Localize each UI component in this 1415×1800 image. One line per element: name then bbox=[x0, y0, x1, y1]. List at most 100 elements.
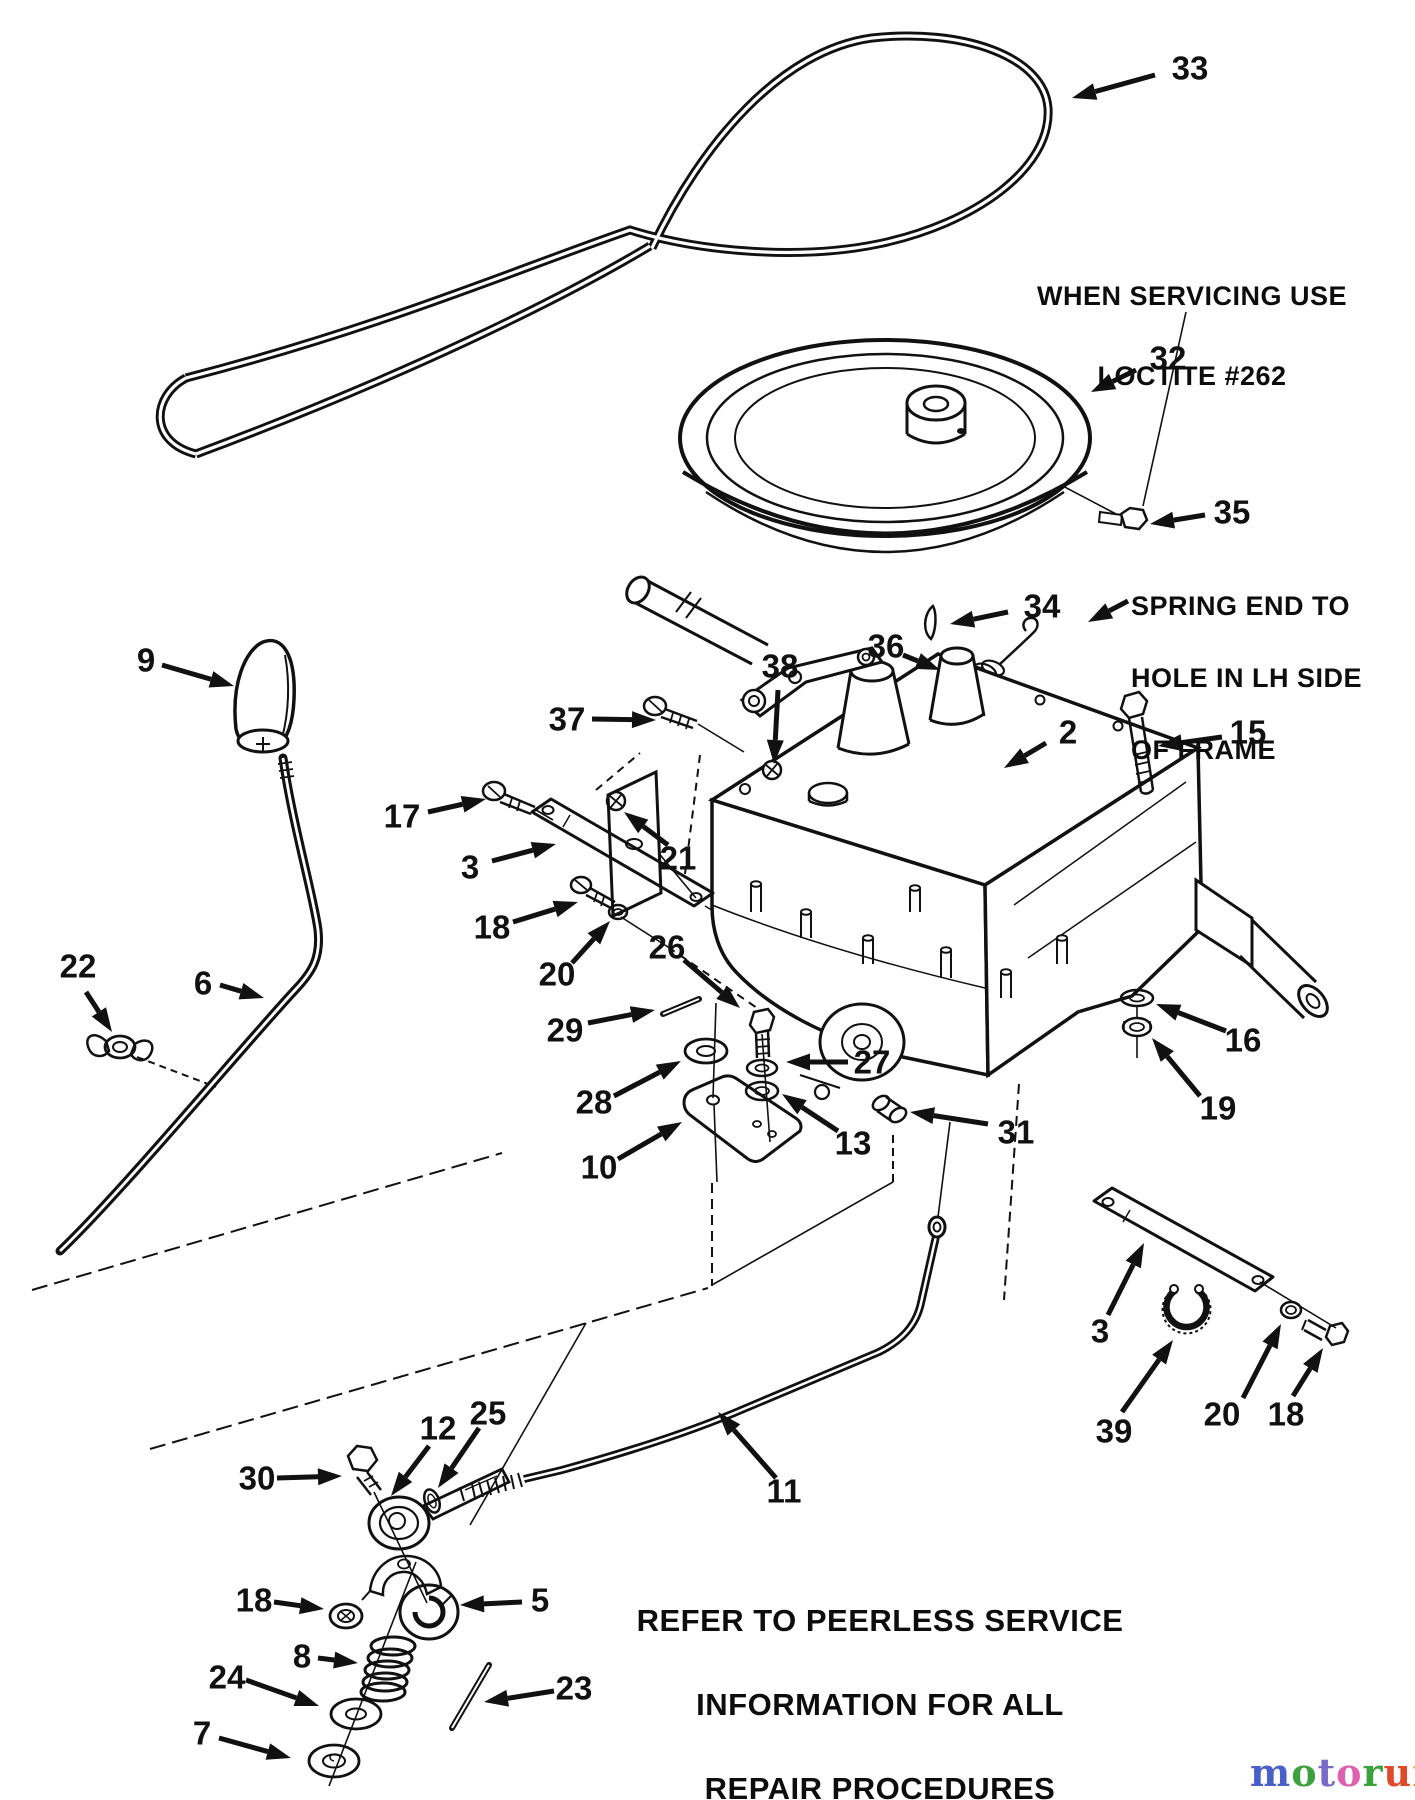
part-label-arrow-31-20-head bbox=[910, 1107, 936, 1125]
spring-clip-34 bbox=[924, 604, 937, 641]
part-label-37: 37 bbox=[549, 701, 586, 738]
part-label-36: 36 bbox=[868, 628, 905, 665]
part-label-arrow-16-21-line bbox=[1177, 1010, 1227, 1034]
note-line: REPAIR PROCEDURES bbox=[704, 1771, 1056, 1800]
part-label-arrow-25-33-line bbox=[449, 1426, 482, 1470]
part-label-arrow-23-39-head bbox=[484, 1689, 510, 1707]
part-label-arrow-9-23-head bbox=[208, 671, 234, 688]
part-label-arrow-15-8-line bbox=[1181, 734, 1223, 746]
part-label-arrow-5-35-line bbox=[483, 1599, 523, 1607]
note-line: SPRING END TO bbox=[1131, 591, 1351, 621]
note-line: OF FRAME bbox=[1131, 735, 1276, 765]
part-label-arrow-3-10-head bbox=[530, 841, 556, 859]
washer-28 bbox=[683, 1037, 729, 1065]
part-label-arrow-37-6-head bbox=[631, 711, 656, 729]
part-label-39: 39 bbox=[1096, 1413, 1133, 1450]
nut-19 bbox=[1121, 1016, 1153, 1038]
part-label-18: 18 bbox=[236, 1582, 273, 1619]
part-label-arrow-39-27-head bbox=[1152, 1340, 1173, 1365]
bolt-18-lower bbox=[1301, 1318, 1350, 1347]
part-label-3: 3 bbox=[461, 849, 479, 886]
part-label-arrow-11-30-line bbox=[731, 1428, 778, 1480]
part-label-26: 26 bbox=[649, 929, 686, 966]
part-label-9: 9 bbox=[137, 642, 155, 679]
part-label-arrow-28-16-line bbox=[612, 1069, 661, 1099]
part-label-arrow-18-29-head bbox=[1303, 1348, 1323, 1373]
part-label-arrow-36-4-head bbox=[914, 653, 940, 670]
filler-plug bbox=[807, 781, 849, 807]
link-bar-3-lower bbox=[1092, 1186, 1275, 1293]
part-label-arrow-19-22-head bbox=[1152, 1038, 1174, 1062]
part-label-arrow-38-5-line bbox=[772, 689, 781, 741]
part-label-arrow-32-1-line bbox=[1111, 367, 1138, 384]
screw-17 bbox=[481, 780, 536, 816]
part-label-arrow-22-25-line bbox=[83, 990, 102, 1014]
part-label-27: 27 bbox=[854, 1044, 891, 1081]
part-label-22: 22 bbox=[60, 948, 97, 985]
part-label-arrow-2-7-head bbox=[1004, 748, 1029, 768]
part-label-35: 35 bbox=[1214, 494, 1251, 531]
part-label-11: 11 bbox=[767, 1473, 802, 1510]
loctite-service-note: WHEN SERVICING USE LOCTITE #262 bbox=[1009, 236, 1375, 436]
spring-note-arrow-line bbox=[1108, 598, 1130, 614]
c-clip-39 bbox=[1161, 1284, 1212, 1335]
part-label-arrow-10-17-line bbox=[616, 1131, 663, 1162]
part-label-19: 19 bbox=[1200, 1090, 1237, 1127]
part-label-31: 31 bbox=[998, 1114, 1035, 1151]
watermark-letter: o bbox=[1336, 1750, 1363, 1795]
case-studs bbox=[750, 880, 1068, 998]
part-label-20: 20 bbox=[1204, 1396, 1241, 1433]
part-label-17: 17 bbox=[384, 798, 421, 835]
part-label-10: 10 bbox=[581, 1149, 618, 1186]
part-label-arrow-24-37-line bbox=[245, 1677, 298, 1701]
part-label-arrow-29-15-head bbox=[629, 1006, 655, 1023]
part-label-arrow-19-22-line bbox=[1165, 1054, 1202, 1098]
part-label-arrow-7-38-line bbox=[218, 1735, 269, 1754]
part-label-15: 15 bbox=[1230, 714, 1267, 751]
part-label-arrow-13-18-line bbox=[800, 1105, 840, 1134]
part-label-12: 12 bbox=[420, 1410, 457, 1447]
roller-31 bbox=[871, 1094, 908, 1124]
part-label-arrow-18-34-head bbox=[299, 1597, 324, 1615]
roll-pin-23 bbox=[449, 1662, 492, 1731]
part-label-arrow-6-24-head bbox=[238, 983, 264, 1000]
part-label-18: 18 bbox=[1268, 1396, 1305, 1433]
part-label-arrow-33-0-head bbox=[1072, 83, 1098, 100]
part-label-23: 23 bbox=[556, 1670, 593, 1707]
part-label-arrow-20-13-line bbox=[570, 937, 596, 965]
part-label-arrow-10-17-head bbox=[656, 1122, 682, 1142]
link-bar-3-upper bbox=[530, 797, 715, 908]
note-line: LOCTITE #262 bbox=[1097, 361, 1287, 391]
part-label-arrow-26-14-head bbox=[716, 985, 740, 1008]
shift-lever-rod-6 bbox=[55, 753, 324, 1256]
part-label-arrow-21-11-line bbox=[641, 824, 670, 848]
part-label-30: 30 bbox=[239, 1460, 276, 1497]
part-label-38: 38 bbox=[762, 648, 799, 685]
part-label-arrow-29-15-line bbox=[587, 1012, 632, 1026]
part-label-arrow-11-30-head bbox=[718, 1412, 741, 1436]
part-label-arrow-3-10-line bbox=[491, 847, 534, 864]
part-label-arrow-20-28-line bbox=[1240, 1344, 1273, 1400]
part-label-arrow-32-1-head bbox=[1091, 373, 1117, 392]
part-label-arrow-34-3-head bbox=[950, 610, 976, 628]
part-label-arrow-34-3-line bbox=[972, 609, 1009, 622]
part-label-arrow-25-33-head bbox=[438, 1463, 459, 1488]
shift-rod-11 bbox=[459, 1215, 947, 1502]
drive-belt bbox=[155, 31, 1053, 459]
jam-nut-25 bbox=[422, 1488, 442, 1514]
tie-rod-end-12 bbox=[367, 1467, 511, 1551]
part-label-arrow-18-34-line bbox=[273, 1599, 301, 1609]
part-label-arrow-3-26-line bbox=[1105, 1263, 1136, 1317]
note-line: WHEN SERVICING USE bbox=[1036, 281, 1348, 311]
watermark-letter: u bbox=[1383, 1750, 1413, 1795]
part-label-arrow-2-7-line bbox=[1023, 740, 1048, 758]
part-label-8: 8 bbox=[293, 1638, 311, 1675]
note-line: INFORMATION FOR ALL bbox=[696, 1687, 1064, 1722]
note-line: HOLE IN LH SIDE bbox=[1131, 663, 1363, 693]
part-label-arrow-17-9-line bbox=[427, 801, 464, 815]
part-label-arrow-33-0-line bbox=[1094, 72, 1156, 95]
part-label-arrow-39-27-line bbox=[1119, 1358, 1162, 1414]
